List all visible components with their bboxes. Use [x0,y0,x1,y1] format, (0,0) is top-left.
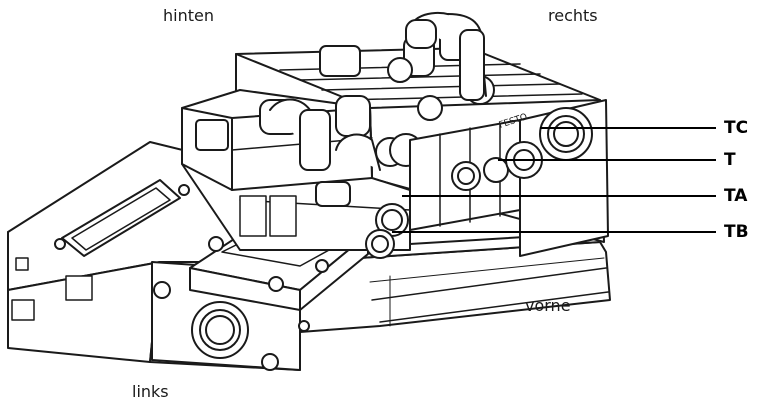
callout-ta: TA [724,186,748,206]
valve-row-middle [409,119,521,231]
callout-t: T [724,150,736,170]
push-in-fittings-upper [405,12,487,101]
label-back: hinten [163,6,214,25]
callout-tb: TB [724,222,749,242]
label-left: links [132,382,169,401]
label-right: rechts [548,6,598,25]
label-front: vorne [525,296,571,315]
right-end-plate [505,99,609,257]
callout-tc: TC [724,118,749,138]
sub-d-connector [54,179,190,257]
